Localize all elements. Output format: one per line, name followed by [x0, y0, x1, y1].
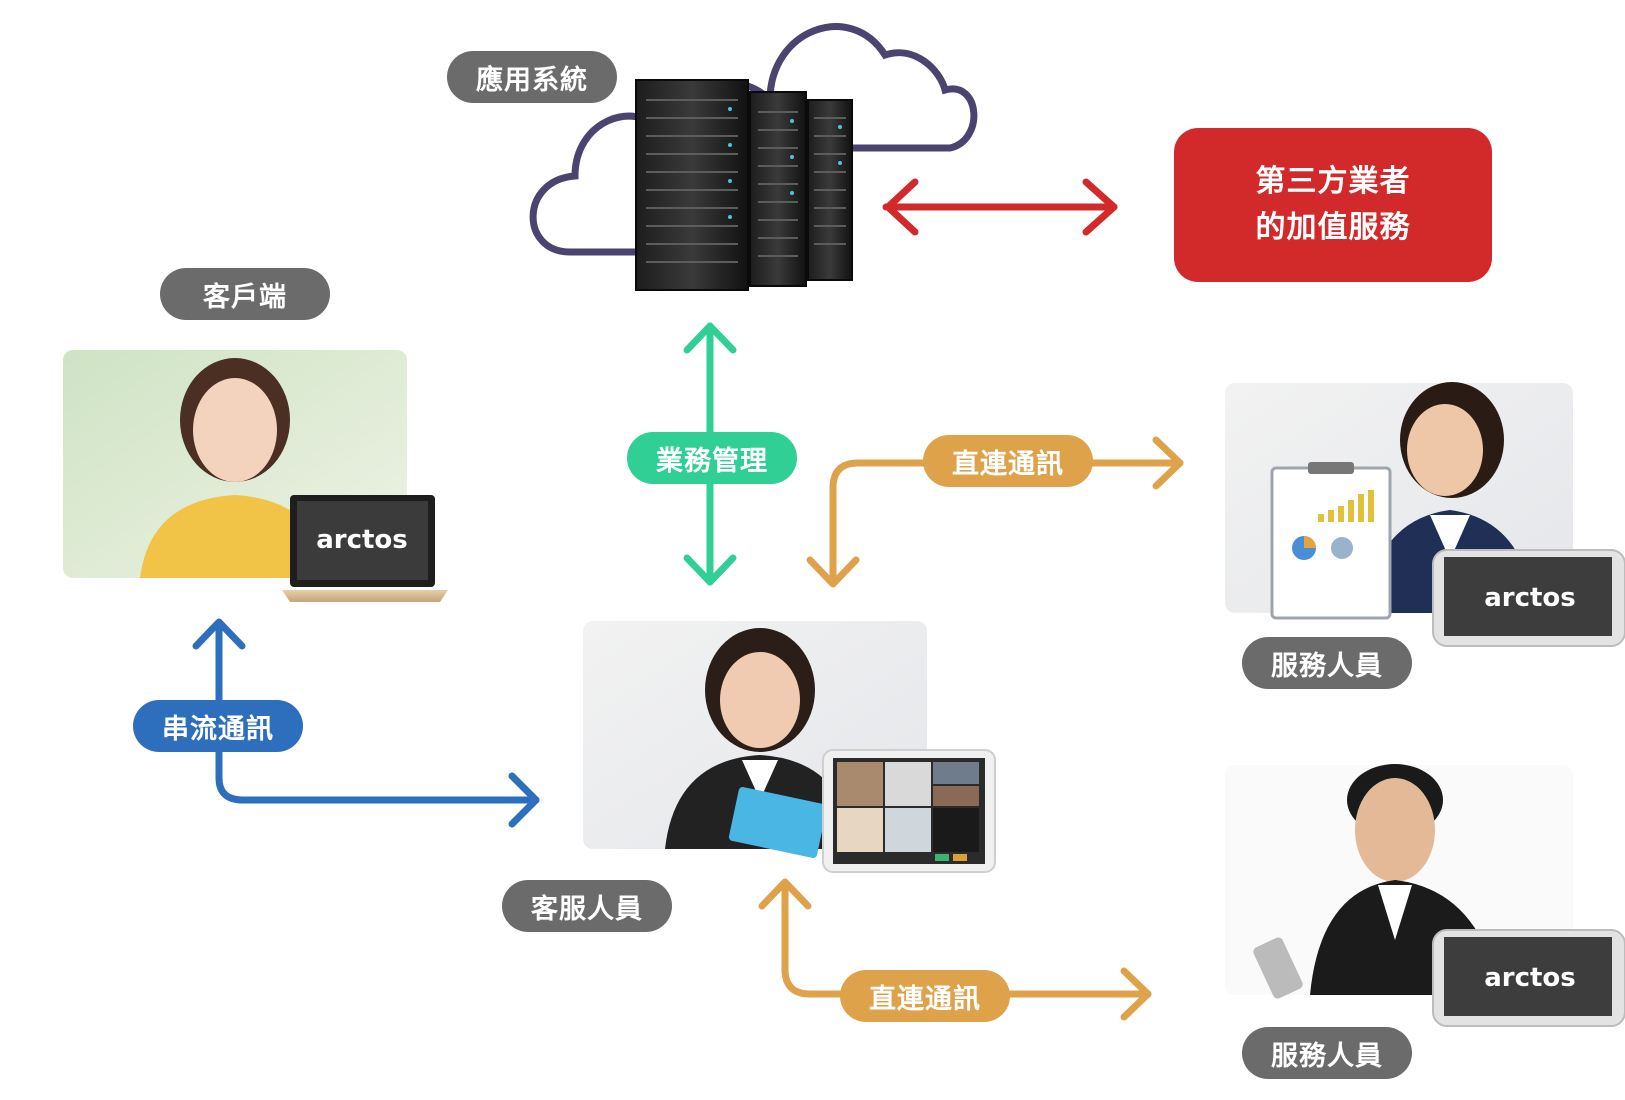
red-bidirectional-arrow: [882, 178, 1118, 236]
client-label: 客戶端: [160, 268, 330, 320]
server-rack-icon: [635, 79, 853, 291]
client-photo: arctos: [63, 350, 448, 602]
service-staff-photo-1: arctos: [1225, 382, 1625, 647]
direct-communication-bottom-label: 直連通訊: [840, 970, 1010, 1022]
service-staff-label-1: 服務人員: [1242, 637, 1412, 689]
streaming-communication-label: 串流通訊: [133, 700, 303, 752]
service-staff-photo-2: arctos: [1225, 764, 1625, 1027]
blue-arrow: [192, 618, 540, 828]
service-staff-2-device-logo: arctos: [1484, 963, 1576, 993]
orange-arrow-top: [806, 436, 1184, 588]
client-laptop-logo: arctos: [316, 525, 408, 555]
third-party-service-box: 第三方業者 的加值服務: [1174, 128, 1492, 282]
service-staff-1-device-logo: arctos: [1484, 583, 1576, 613]
third-party-line-1: 第三方業者: [1255, 164, 1411, 199]
app-system-label: 應用系統: [447, 51, 617, 103]
business-management-label: 業務管理: [627, 432, 797, 484]
customer-service-label: 客服人員: [502, 880, 672, 932]
third-party-line-2: 的加值服務: [1255, 210, 1411, 245]
orange-arrow-bottom: [758, 878, 1152, 1021]
service-staff-label-2: 服務人員: [1242, 1027, 1412, 1079]
customer-service-photo: [583, 621, 996, 873]
direct-communication-top-label: 直連通訊: [923, 435, 1093, 487]
